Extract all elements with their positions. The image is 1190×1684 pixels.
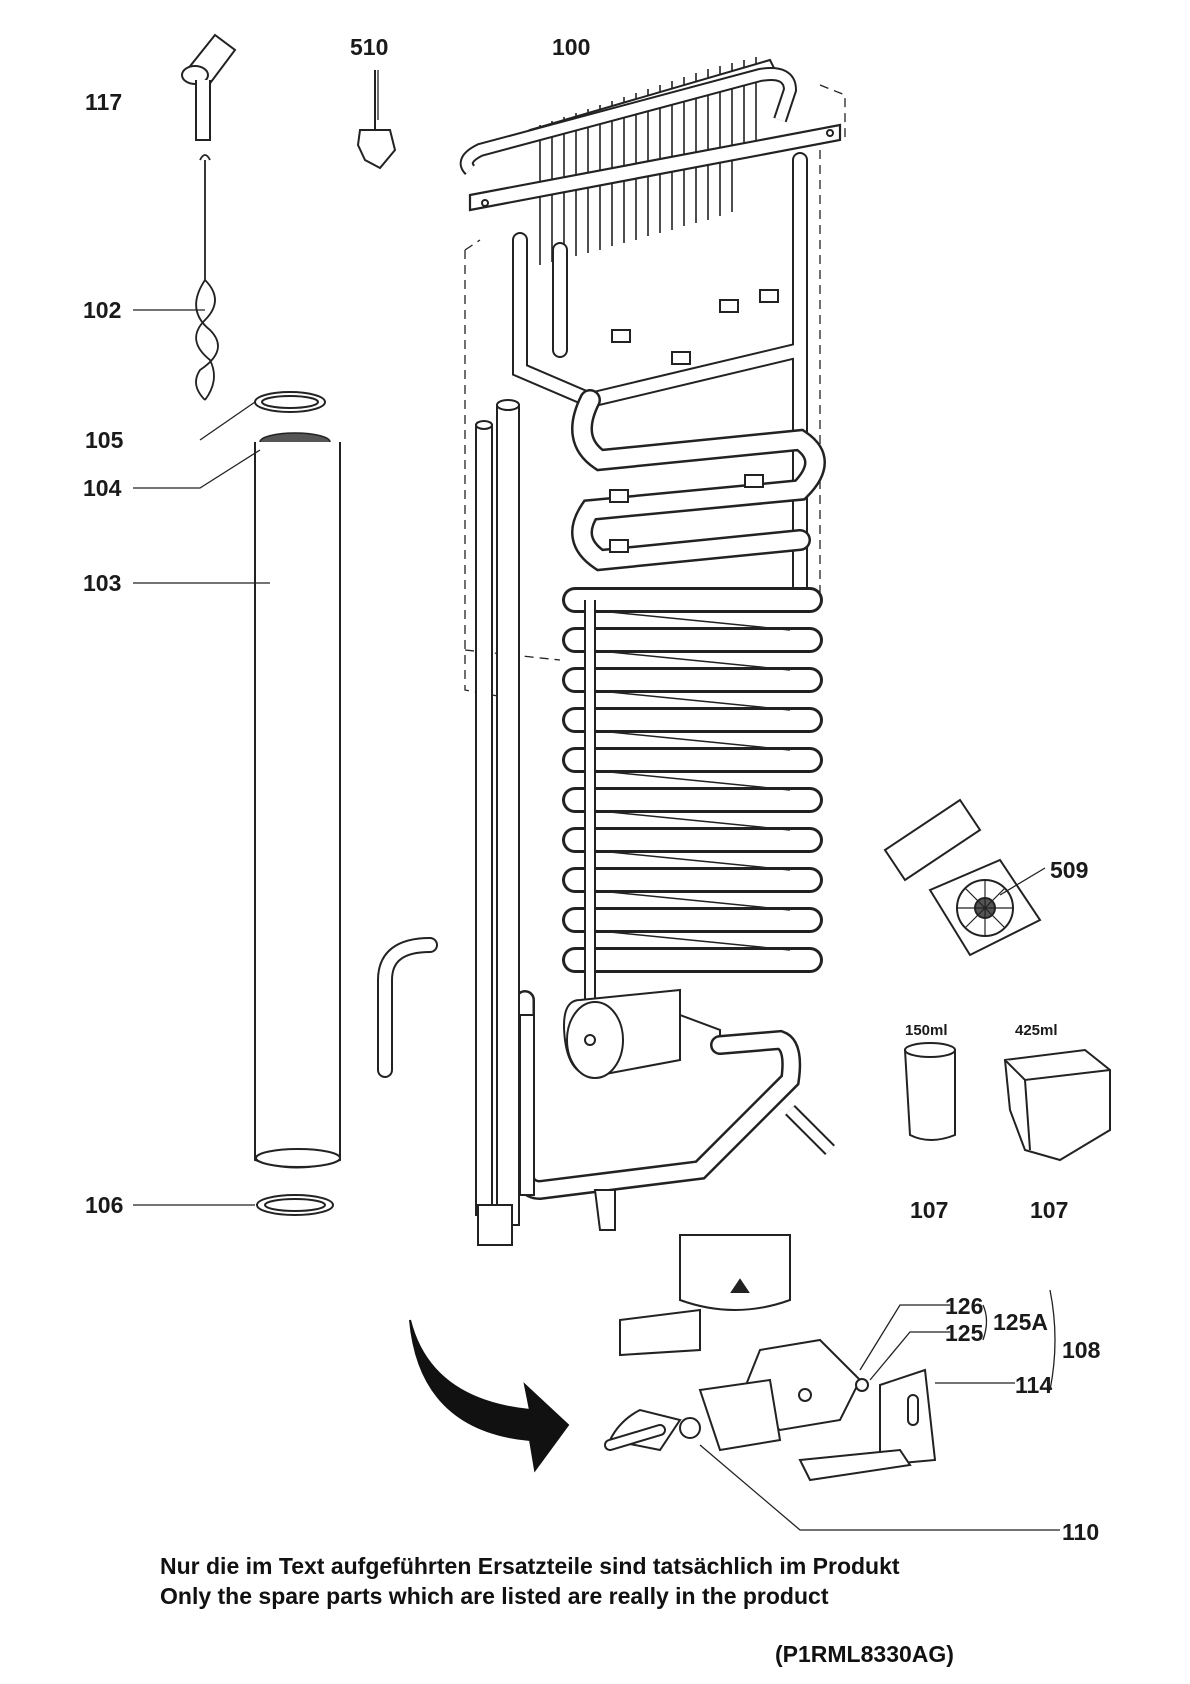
part-105-ring xyxy=(254,391,326,413)
label-510: 510 xyxy=(350,34,388,60)
part-102-spiral xyxy=(195,154,219,401)
leader-lines xyxy=(133,70,1060,1531)
label-105: 105 xyxy=(85,427,124,453)
note-german: Nur die im Text aufgeführten Ersatzteile… xyxy=(160,1553,900,1579)
label-107-large: 107 xyxy=(1030,1197,1068,1223)
label-117: 117 xyxy=(85,89,122,115)
part-107-container-small xyxy=(903,1042,956,1141)
label-102: 102 xyxy=(83,297,121,323)
label-110: 110 xyxy=(1062,1519,1099,1545)
burner-housing xyxy=(619,1234,791,1357)
label-100: 100 xyxy=(552,34,590,60)
note-english: Only the spare parts which are listed ar… xyxy=(160,1583,829,1609)
label-104: 104 xyxy=(83,475,122,501)
burner-gas-parts xyxy=(608,1338,869,1452)
label-volume-150ml: 150ml xyxy=(905,1022,948,1039)
absorber-vessel xyxy=(563,988,721,1079)
part-107-container-large xyxy=(1003,1048,1111,1162)
absorber-coil xyxy=(562,587,823,1000)
label-509: 509 xyxy=(1050,857,1088,883)
part-103-tube xyxy=(254,442,341,1169)
boiler-tube xyxy=(475,399,535,1246)
assembly-arrow-icon xyxy=(409,1319,570,1473)
part-106-ring xyxy=(256,1194,334,1216)
part-510-sensor xyxy=(356,70,397,170)
label-108: 108 xyxy=(1062,1337,1101,1363)
part-509-fan xyxy=(883,798,1042,957)
condenser xyxy=(459,57,842,265)
label-106: 106 xyxy=(85,1192,123,1218)
label-volume-425ml: 425ml xyxy=(1015,1022,1058,1039)
gas-line-110 xyxy=(604,1424,666,1451)
label-125: 125 xyxy=(945,1320,984,1346)
evaporator-coils xyxy=(512,152,826,608)
label-126: 126 xyxy=(945,1293,983,1319)
label-125a: 125A xyxy=(993,1309,1048,1335)
label-114: 114 xyxy=(1015,1372,1052,1398)
label-107-small: 107 xyxy=(910,1197,948,1223)
label-103: 103 xyxy=(83,570,121,596)
model-code: (P1RML8330AG) xyxy=(775,1641,954,1667)
part-117-sleeve xyxy=(181,33,237,141)
bent-pipe xyxy=(377,937,438,1078)
part-114-bracket xyxy=(798,1368,937,1482)
